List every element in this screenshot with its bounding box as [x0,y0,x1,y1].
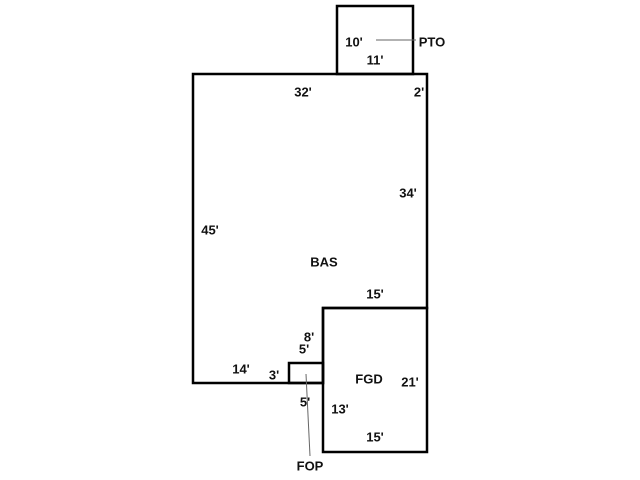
fgd-dim-label: 13' [331,401,349,417]
pto-dim-label: 10' [345,34,363,50]
fop-dim-label: 3' [268,367,280,383]
bas-dim-label: 45' [201,222,219,238]
bas-dim-label: 15' [366,286,384,302]
bas-dim-label: 34' [399,185,417,201]
fgd-dim-label: 21' [401,374,419,390]
pto-code-label: PTO [418,34,446,50]
fop-code-label: FOP [296,458,324,474]
bas-dim-label: 32' [294,84,312,100]
fgd-code-label: FGD [355,371,383,387]
pto-dim-label: 11' [366,52,384,68]
fop-dim-label: 5' [298,341,310,357]
bas-code-label: BAS [310,254,338,270]
fop-dim-label: 5' [299,394,311,410]
fop-leader-line [305,373,311,457]
bas-dim-label: 8' [303,329,315,345]
fgd-dim-label: 15' [366,429,384,445]
bas-dim-label: 14' [232,361,250,377]
bas-dim-label: 2' [413,84,425,100]
